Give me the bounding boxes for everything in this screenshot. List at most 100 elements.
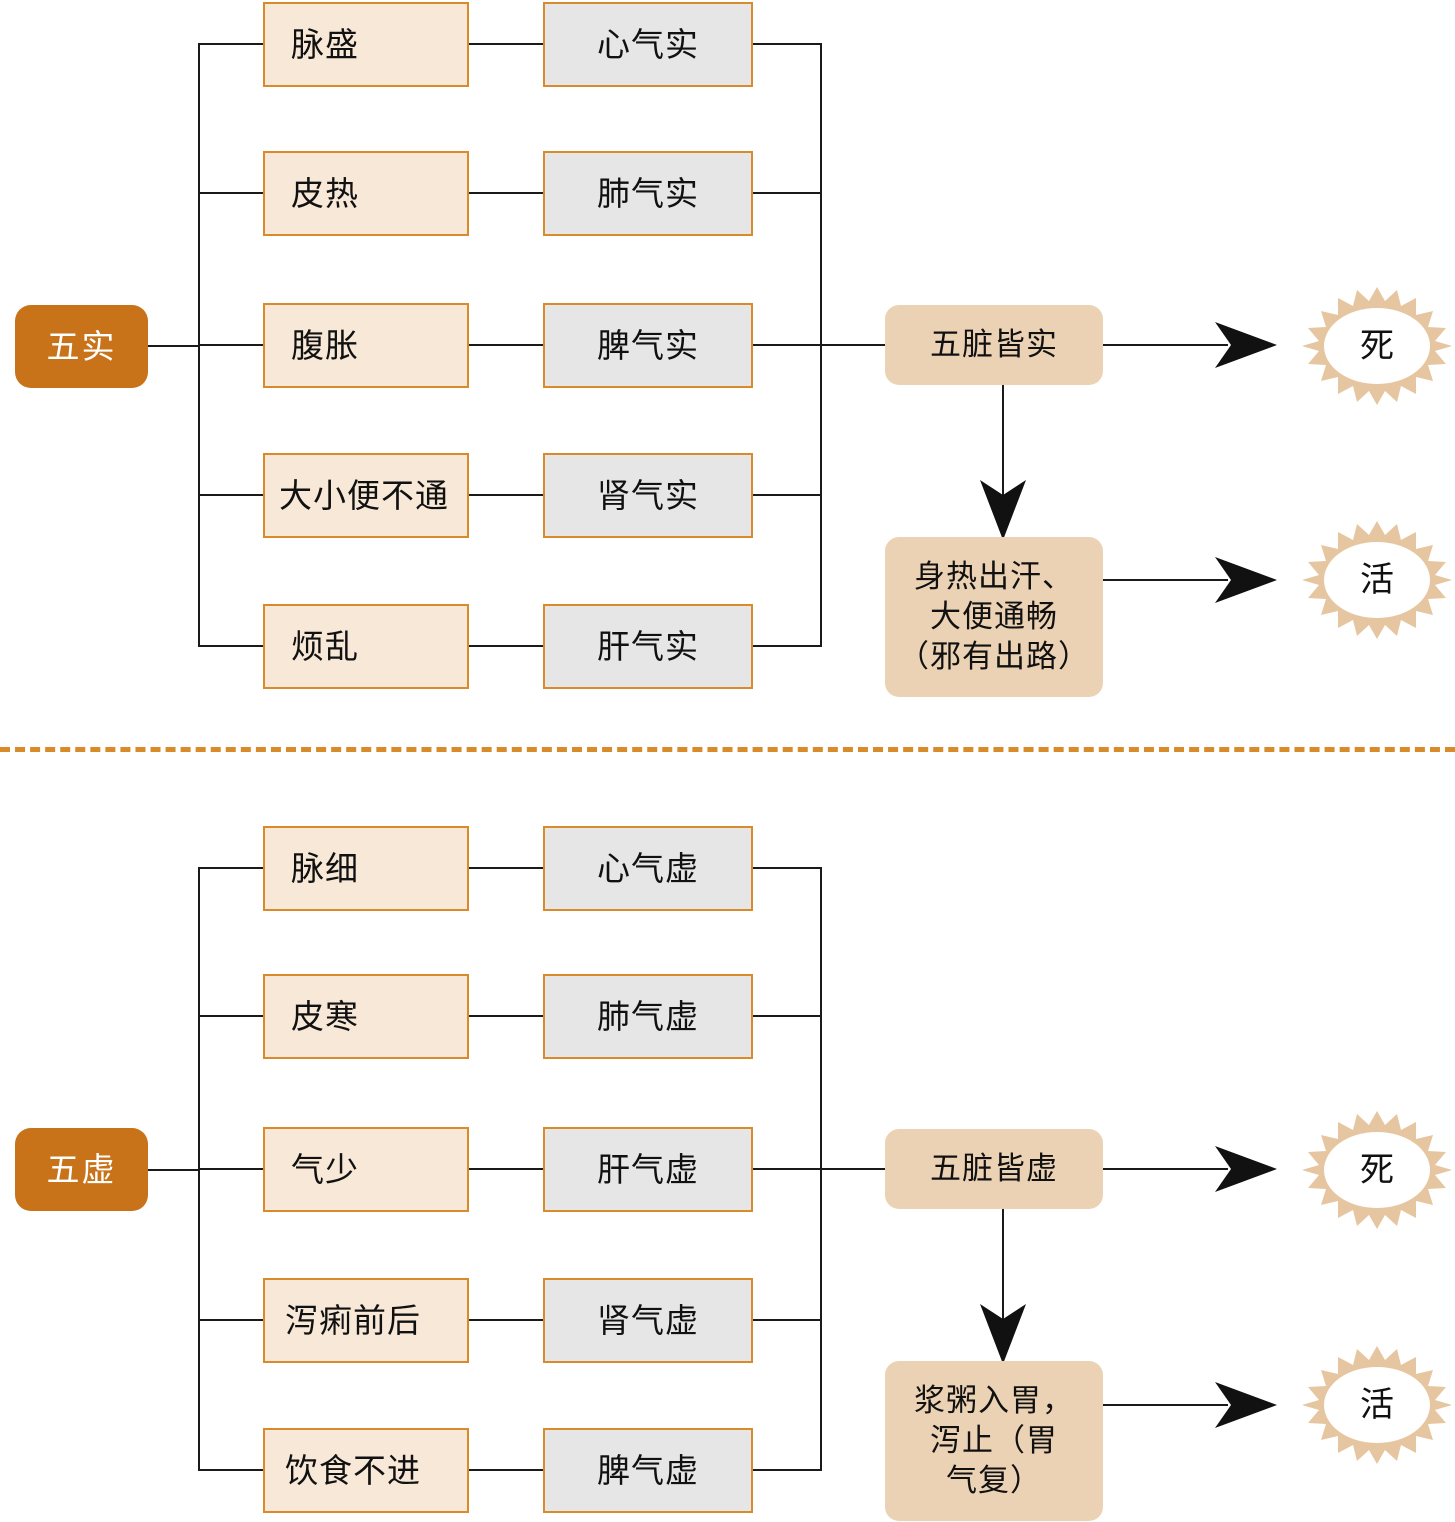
symptom-box-top-1: 脉盛	[263, 2, 469, 87]
arrowhead-condition-top	[980, 480, 1026, 540]
outcome-label-life-bottom: 活	[1360, 1386, 1394, 1424]
connector-organ-to-rightbus-2-top	[753, 192, 822, 194]
organ-box-top-5: 肝气实	[543, 604, 753, 689]
connector-summary-to-condition-top	[1002, 385, 1004, 498]
outcome-label-death-top: 死	[1360, 327, 1394, 365]
organ-label-top-5: 肝气实	[597, 628, 699, 665]
connector-symptom-organ-4-top	[469, 494, 544, 496]
connector-bus-to-symptom-1-bottom	[198, 867, 264, 869]
organ-box-bottom-4: 肾气虚	[543, 1278, 753, 1363]
condition-label-bottom: 浆粥入胃， 泻止（胃 气复）	[914, 1383, 1074, 1498]
symptom-label-bottom-1: 脉细	[291, 850, 359, 887]
symptom-label-top-4: 大小便不通	[279, 477, 449, 514]
symptom-box-top-4: 大小便不通	[263, 453, 469, 538]
organ-label-bottom-5: 脾气虚	[597, 1452, 699, 1489]
organ-box-top-4: 肾气实	[543, 453, 753, 538]
connector-symptom-organ-5-top	[469, 645, 544, 647]
connector-symptom-organ-1-bottom	[469, 867, 544, 869]
connector-organ-to-rightbus-4-bottom	[753, 1319, 822, 1321]
connector-organ-to-rightbus-5-top	[753, 645, 822, 647]
connector-organ-to-rightbus-2-bottom	[753, 1015, 822, 1017]
organ-label-bottom-4: 肾气虚	[597, 1302, 699, 1339]
organ-label-bottom-2: 肺气虚	[597, 998, 699, 1035]
connector-bus-to-symptom-2-top	[198, 192, 264, 194]
organ-label-top-2: 肺气实	[597, 175, 699, 212]
root-node-wushi-label: 五实	[46, 328, 117, 365]
connector-organ-to-rightbus-3-top	[753, 344, 822, 346]
connector-bus-to-symptom-4-top	[198, 494, 264, 496]
connector-rightbus-to-summary-bottom	[820, 1168, 886, 1170]
connector-bus-to-symptom-4-bottom	[198, 1319, 264, 1321]
symptom-box-bottom-3: 气少	[263, 1127, 469, 1212]
outcome-burst-life-top: 活	[1302, 521, 1452, 639]
connector-root-stem-bottom	[148, 1169, 199, 1171]
organ-label-top-4: 肾气实	[597, 477, 699, 514]
section-divider	[0, 747, 1455, 752]
connector-bus-to-symptom-5-bottom	[198, 1469, 264, 1471]
symptom-box-top-2: 皮热	[263, 151, 469, 236]
symptom-label-bottom-4: 泻痢前后	[285, 1302, 421, 1339]
connector-condition-to-life-top	[1103, 579, 1228, 581]
connector-summary-to-death-bottom	[1103, 1168, 1228, 1170]
organ-box-top-1: 心气实	[543, 2, 753, 87]
connector-root-stem-top	[148, 345, 199, 347]
summary-label-bottom: 五脏皆虚	[930, 1151, 1058, 1187]
connector-organ-to-rightbus-1-top	[753, 43, 822, 45]
organ-box-bottom-3: 肝气虚	[543, 1127, 753, 1212]
connector-bus-to-symptom-2-bottom	[198, 1015, 264, 1017]
connector-summary-to-death-top	[1103, 344, 1228, 346]
root-node-wushi: 五实	[15, 305, 148, 388]
organ-label-top-3: 脾气实	[597, 327, 699, 364]
connector-summary-to-condition-bottom	[1002, 1209, 1004, 1322]
connector-bus-to-symptom-1-top	[198, 43, 264, 45]
outcome-label-life-top: 活	[1360, 561, 1394, 599]
symptom-label-top-5: 烦乱	[291, 628, 359, 665]
organ-label-top-1: 心气实	[597, 26, 699, 63]
connector-symptom-organ-3-top	[469, 344, 544, 346]
arrowhead-condition-bottom	[980, 1304, 1026, 1364]
symptom-label-top-2: 皮热	[291, 175, 359, 212]
organ-box-bottom-5: 脾气虚	[543, 1428, 753, 1513]
connector-organ-to-rightbus-3-bottom	[753, 1168, 822, 1170]
symptom-label-bottom-5: 饮食不进	[285, 1452, 421, 1489]
summary-box-top: 五脏皆实	[885, 305, 1103, 385]
condition-box-bottom: 浆粥入胃， 泻止（胃 气复）	[885, 1361, 1103, 1521]
symptom-label-top-3: 腹胀	[291, 327, 359, 364]
condition-box-top: 身热出汗、 大便通畅 （邪有出路）	[885, 537, 1103, 697]
connector-organ-to-rightbus-1-bottom	[753, 867, 822, 869]
connector-condition-to-life-bottom	[1103, 1404, 1228, 1406]
connector-symptom-organ-3-bottom	[469, 1168, 544, 1170]
arrowhead-death-top	[1215, 322, 1277, 368]
outcome-label-death-bottom: 死	[1360, 1151, 1394, 1189]
outcome-burst-life-bottom: 活	[1302, 1346, 1452, 1464]
organ-box-top-3: 脾气实	[543, 303, 753, 388]
arrowhead-life-top	[1215, 557, 1277, 603]
connector-symptom-organ-2-top	[469, 192, 544, 194]
connector-rightbus-to-summary-top	[820, 344, 886, 346]
connector-organ-to-rightbus-5-bottom	[753, 1469, 822, 1471]
condition-label-top: 身热出汗、 大便通畅 （邪有出路）	[898, 559, 1090, 674]
symptom-box-bottom-4: 泻痢前后	[263, 1278, 469, 1363]
symptom-box-bottom-1: 脉细	[263, 826, 469, 911]
symptom-label-bottom-3: 气少	[291, 1151, 359, 1188]
symptom-box-bottom-5: 饮食不进	[263, 1428, 469, 1513]
connector-bus-to-symptom-3-bottom	[198, 1168, 264, 1170]
connector-symptom-organ-4-bottom	[469, 1319, 544, 1321]
outcome-burst-death-bottom: 死	[1302, 1111, 1452, 1229]
symptom-label-top-1: 脉盛	[291, 26, 359, 63]
outcome-burst-death-top: 死	[1302, 287, 1452, 405]
symptom-label-bottom-2: 皮寒	[291, 998, 359, 1035]
organ-box-bottom-1: 心气虚	[543, 826, 753, 911]
symptom-box-top-5: 烦乱	[263, 604, 469, 689]
connector-bus-to-symptom-3-top	[198, 344, 264, 346]
organ-label-bottom-3: 肝气虚	[597, 1151, 699, 1188]
organ-box-top-2: 肺气实	[543, 151, 753, 236]
connector-organ-to-rightbus-4-top	[753, 494, 822, 496]
arrowhead-death-bottom	[1215, 1146, 1277, 1192]
arrowhead-life-bottom	[1215, 1382, 1277, 1428]
symptom-box-top-3: 腹胀	[263, 303, 469, 388]
connector-symptom-organ-5-bottom	[469, 1469, 544, 1471]
summary-label-top: 五脏皆实	[930, 327, 1058, 363]
connector-symptom-organ-1-top	[469, 43, 544, 45]
